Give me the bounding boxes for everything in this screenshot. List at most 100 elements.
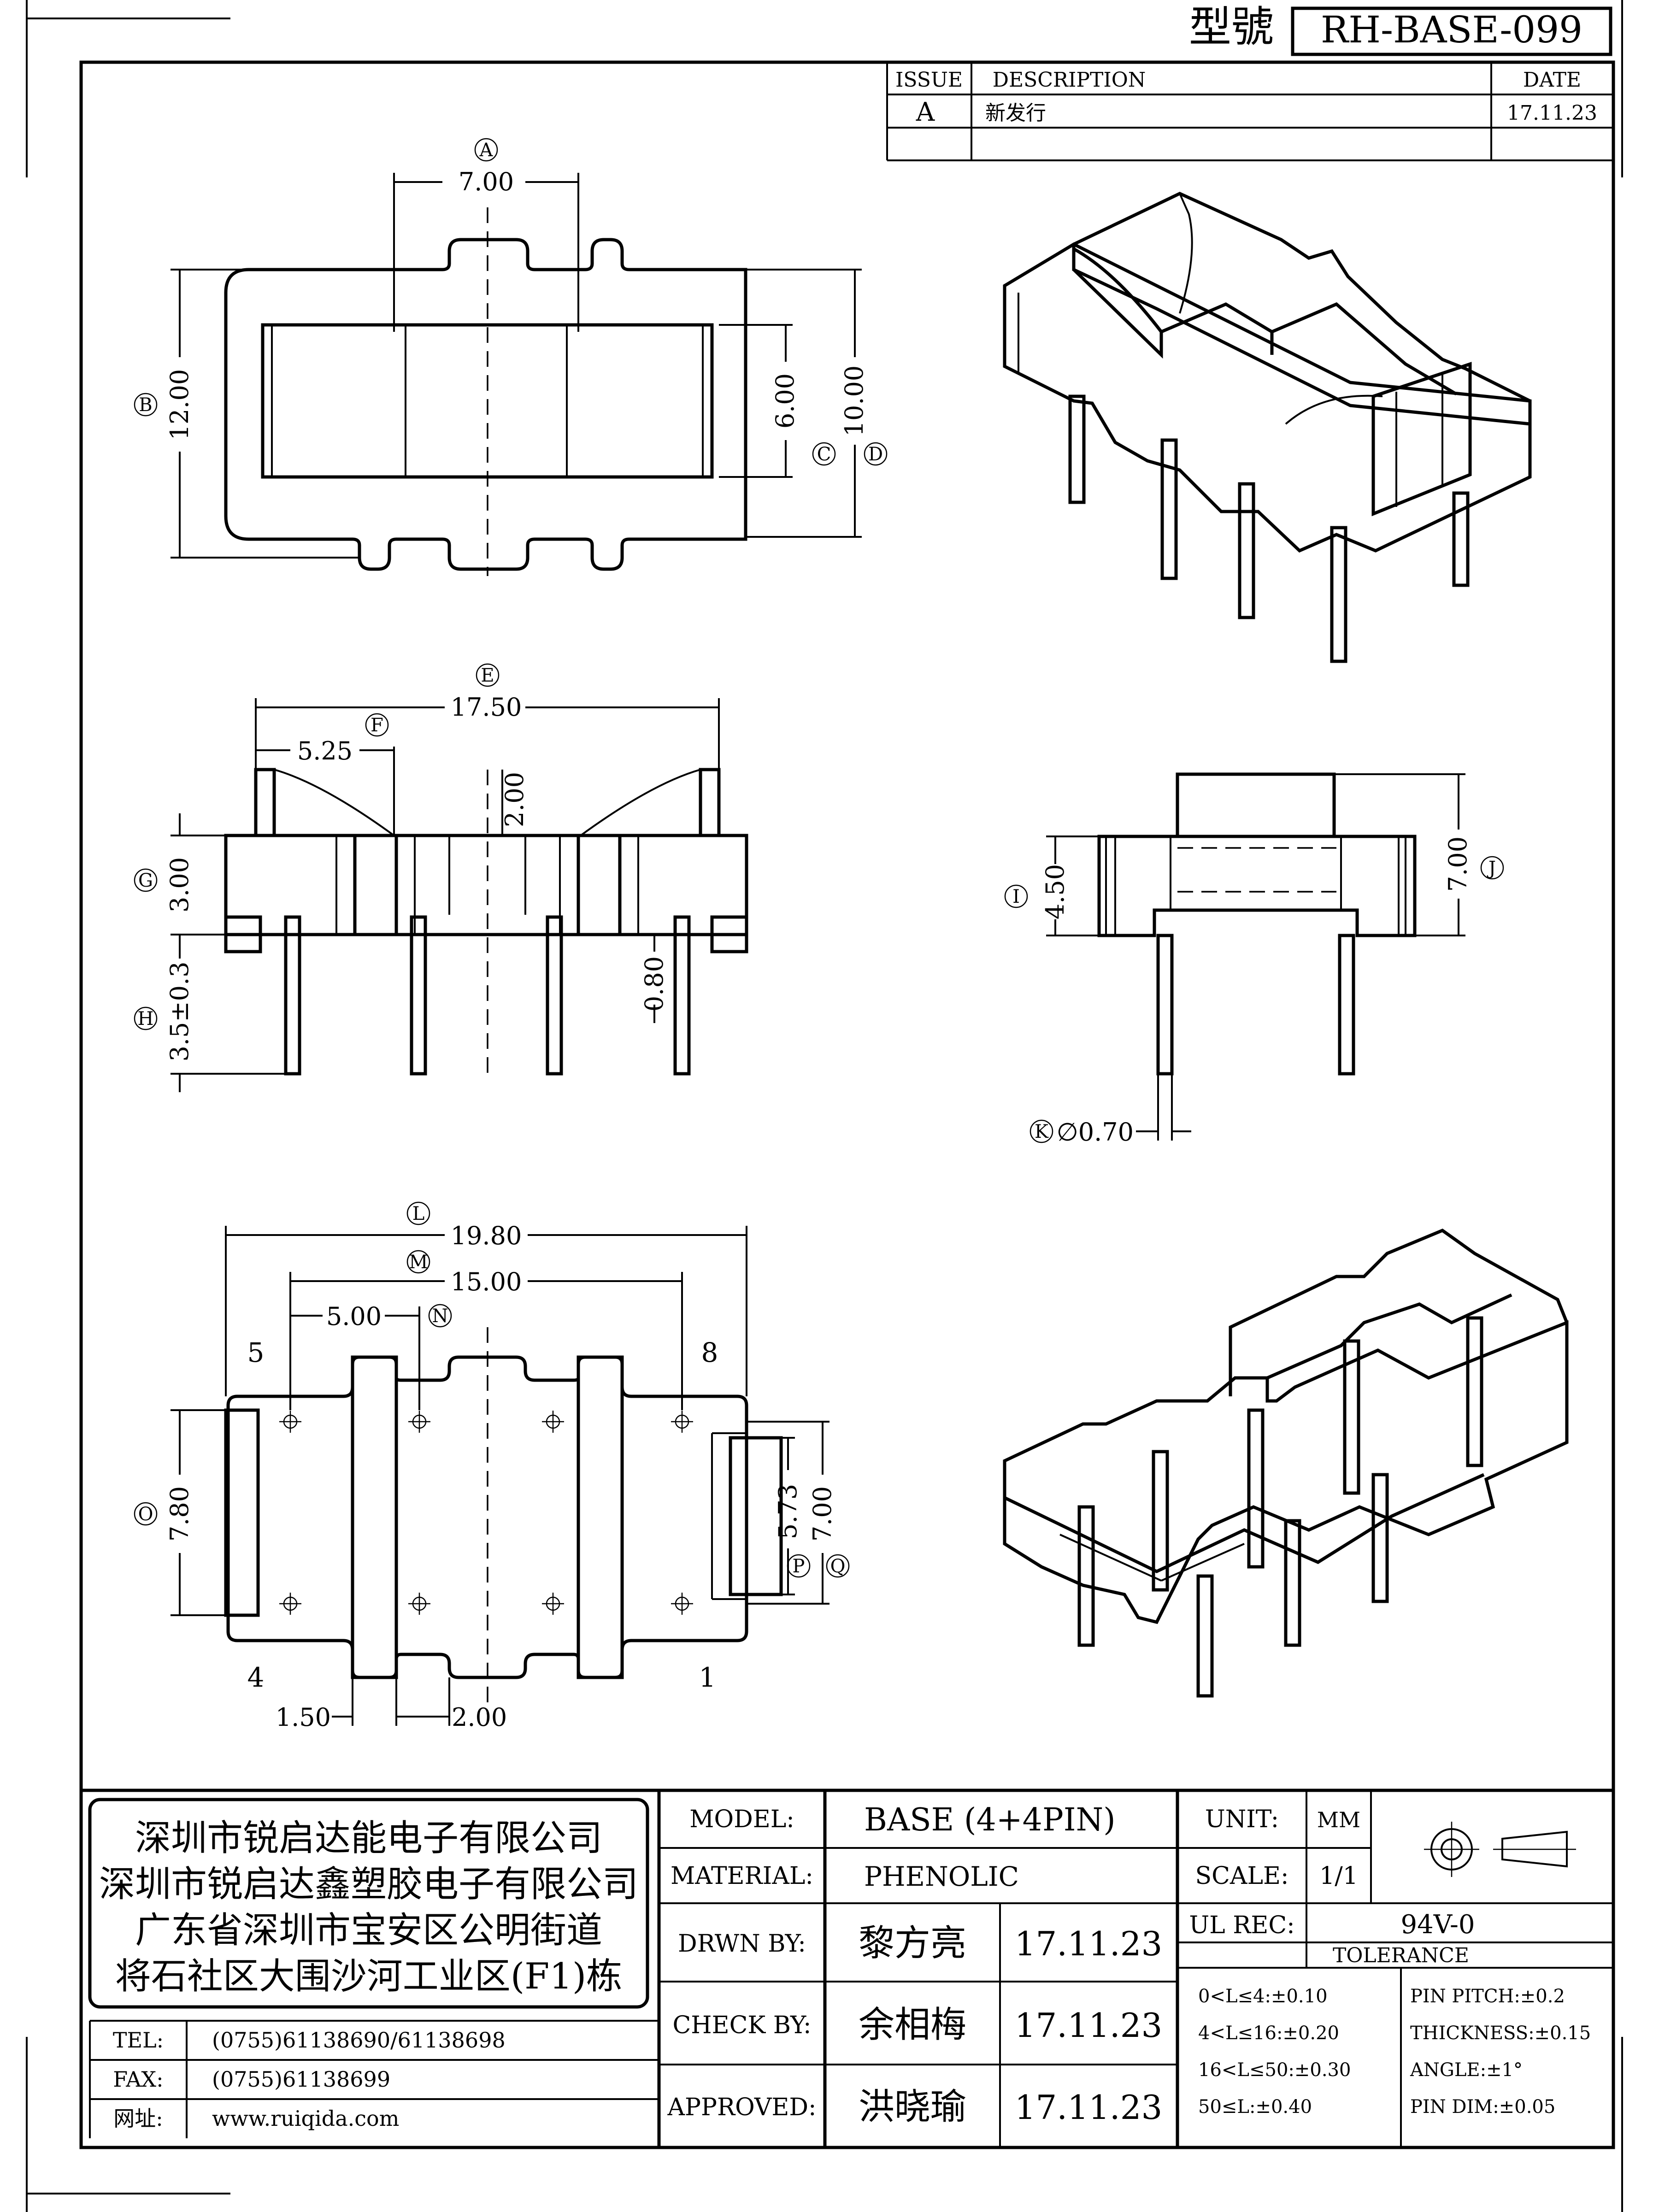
company-box: [88, 1798, 649, 2009]
fax-value: (0755)61138699: [212, 2067, 390, 2092]
model-label-cell: MODEL:: [689, 1806, 794, 1833]
dim-g-tag: G: [138, 870, 153, 891]
tolerance-3: 16<L≤50:±0.30: [1198, 2059, 1351, 2081]
dim-0-80-value: 0.80: [640, 956, 669, 1012]
company-line-1: 深圳市锐启达能电子有限公司: [135, 1818, 602, 1859]
projection-symbol-icon: [1424, 1822, 1576, 1877]
dim-e-tag: E: [481, 665, 494, 686]
dim-g-value: 3.00: [165, 857, 194, 912]
dim-k-tag: K: [1035, 1121, 1049, 1142]
pin-8-label: 8: [701, 1337, 718, 1368]
model-header: 型號 RH-BASE-099: [1189, 2, 1612, 56]
dim-e-value: 17.50: [451, 693, 522, 722]
isometric-top-view: [1003, 192, 1532, 663]
side-view: 4.50 I 7.00 J ∅0.70 K: [1004, 772, 1504, 1147]
dim-c-value: 6.00: [771, 373, 800, 429]
rev-description-value: 新发行: [985, 101, 1046, 125]
rev-issue-header: ISSUE: [895, 68, 963, 92]
crop-marks: [26, 0, 1623, 2212]
dim-a-value: 7.00: [459, 167, 514, 196]
dim-m-tag: M: [409, 1252, 428, 1273]
dim-n-tag: N: [432, 1306, 448, 1327]
dim-f-tag: F: [371, 715, 383, 736]
dim-k-value: ∅0.70: [1057, 1118, 1134, 1147]
pin-hole-markers: [279, 1411, 693, 1615]
dim-h-tag: H: [138, 1008, 154, 1030]
model-value: BASE (4+4PIN): [864, 1802, 1116, 1838]
dim-b-tag: B: [139, 394, 152, 416]
pin-5-label: 5: [247, 1337, 265, 1368]
web-value: www.ruiqida.com: [212, 2106, 399, 2131]
revision-table: ISSUE DESCRIPTION DATE A 新发行 17.11.23: [886, 62, 1613, 161]
dim-2-00-value: 2.00: [500, 772, 529, 827]
ul-value: 94V-0: [1400, 1910, 1475, 1940]
approved-date: 17.11.23: [1015, 2088, 1163, 2127]
dim-i-tag: I: [1012, 886, 1020, 907]
tolerance-1: 0<L≤4:±0.10: [1198, 1986, 1328, 2007]
approved-value: 洪晓瑜: [859, 2086, 966, 2128]
dim-f-value: 5.25: [297, 736, 353, 765]
drawn-by-label: DRWN BY:: [678, 1930, 806, 1958]
fax-label: FAX:: [113, 2067, 163, 2092]
spec-angle: ANGLE:±1°: [1410, 2059, 1523, 2081]
dim-h-value: 3.5±0.3: [165, 961, 194, 1061]
rev-date-header: DATE: [1523, 68, 1581, 92]
dim-o-value: 7.80: [165, 1486, 194, 1541]
rev-issue-value: A: [916, 97, 935, 127]
spec-pin-dim: PIN DIM:±0.05: [1410, 2096, 1555, 2118]
material-value: PHENOLIC: [864, 1861, 1019, 1892]
check-by-value: 余相梅: [859, 2004, 966, 2046]
scale-label: SCALE:: [1195, 1862, 1289, 1890]
dim-i-value: 4.50: [1041, 864, 1070, 919]
dim-j-value: 7.00: [1443, 836, 1472, 892]
tolerance-4: 50≤L:±0.40: [1198, 2096, 1312, 2118]
dim-q-value: 7.00: [808, 1486, 837, 1541]
drawn-by-value: 黎方亮: [859, 1923, 966, 1964]
ul-label: UL REC:: [1189, 1912, 1294, 1939]
dim-m-value: 15.00: [451, 1267, 522, 1296]
rev-date-value: 17.11.23: [1507, 101, 1597, 125]
company-line-4: 将石社区大围沙河工业区(F1)栋: [115, 1956, 623, 1997]
isometric-bottom-view: [1003, 1229, 1569, 1698]
dim-2-00-width-value: 2.00: [452, 1703, 507, 1732]
dim-b-value: 12.00: [165, 369, 194, 441]
drawn-date: 17.11.23: [1015, 1924, 1163, 1963]
drawing-frame: [79, 60, 1615, 2149]
dim-j-tag: J: [1487, 858, 1496, 879]
pin-4-label: 4: [247, 1662, 265, 1693]
spec-pin-pitch: PIN PITCH:±0.2: [1410, 1986, 1565, 2007]
rev-description-header: DESCRIPTION: [993, 68, 1146, 92]
dim-q-tag: Q: [830, 1556, 846, 1577]
dim-p-value: 5.73: [773, 1484, 802, 1539]
model-label: 型號: [1189, 2, 1274, 52]
dim-p-tag: P: [793, 1556, 805, 1577]
approved-label: APPROVED:: [667, 2094, 816, 2121]
check-by-label: CHECK BY:: [673, 2012, 812, 2039]
dim-1-50-value: 1.50: [276, 1703, 331, 1732]
pin-1-label: 1: [699, 1662, 716, 1693]
check-date: 17.11.23: [1015, 2006, 1163, 2045]
company-line-3: 广东省深圳市宝安区公明街道: [135, 1910, 602, 1951]
spec-thickness: THICKNESS:±0.15: [1410, 2023, 1591, 2044]
tel-label: TEL:: [113, 2028, 164, 2053]
dim-a-tag: A: [479, 140, 494, 161]
dim-l-value: 19.80: [451, 1221, 522, 1250]
web-label: 网址:: [113, 2106, 163, 2131]
unit-value: MM: [1317, 1807, 1360, 1832]
company-line-2: 深圳市锐启达鑫塑胶电子有限公司: [99, 1864, 638, 1905]
tolerance-title: TOLERANCE: [1333, 1944, 1469, 1967]
dim-c-tag: C: [817, 444, 831, 465]
dim-o-tag: O: [138, 1504, 153, 1525]
tel-value: (0755)61138690/61138698: [212, 2028, 506, 2053]
dim-d-value: 10.00: [840, 365, 869, 437]
dim-n-value: 5.00: [326, 1302, 382, 1331]
model-number: RH-BASE-099: [1321, 8, 1583, 51]
top-view: 7.00 A 12.00 B 6.00 C 10.00 D: [134, 138, 888, 576]
dim-l-tag: L: [412, 1203, 425, 1224]
material-label: MATERIAL:: [671, 1862, 813, 1890]
front-view: 17.50 E 5.25 F 2.00 3.00 G 3.5±0.3 H 0.8…: [134, 663, 748, 1092]
tolerance-2: 4<L≤16:±0.20: [1198, 2023, 1339, 2044]
bottom-view: 5 8 4 1 19.80 L 15.00 M 5.00 N 7.80 O: [134, 1201, 850, 1732]
dim-d-tag: D: [868, 444, 883, 465]
